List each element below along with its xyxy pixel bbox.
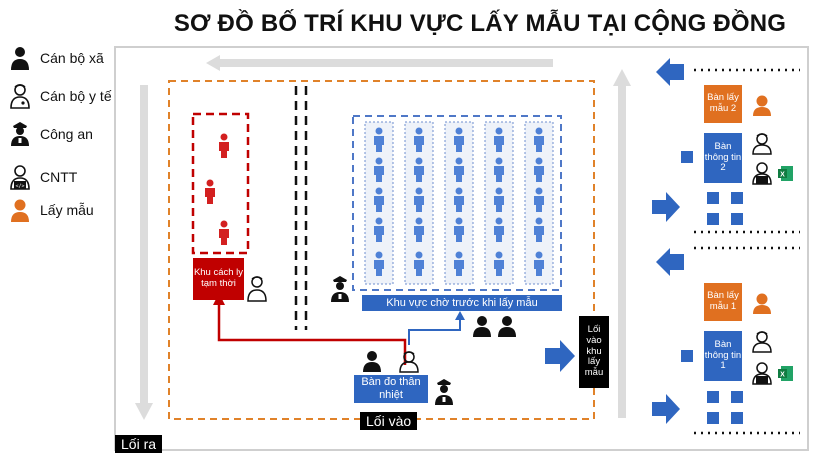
- commune-officer-icon: [11, 47, 29, 70]
- sampler-icon: [11, 199, 29, 222]
- info-desk-2: Bàn thông tin 2: [704, 133, 742, 183]
- medical-staff-icon: [10, 84, 30, 109]
- legend-item-police: Công an: [8, 120, 93, 148]
- blue-arrow-left: [656, 58, 684, 86]
- seat: [681, 350, 693, 362]
- quarantine-zone: [191, 112, 250, 255]
- commune-officer-icon: [363, 351, 381, 372]
- temperature-desk: Bàn đo thân nhiệt: [354, 375, 428, 403]
- gray-arrow-right: [613, 69, 631, 418]
- site-boundary: [114, 46, 809, 451]
- gray-arrow-top: [206, 55, 553, 71]
- entrance-label: Lối vào: [360, 412, 418, 430]
- seat: [731, 192, 743, 204]
- page-title: SƠ ĐỒ BỐ TRÍ KHU VỰC LẤY MẪU TẠI CỘNG ĐỒ…: [173, 10, 787, 37]
- seat: [707, 412, 719, 424]
- seat: [707, 213, 719, 225]
- seat: [681, 151, 693, 163]
- excel-icon: X: [778, 366, 793, 381]
- legend-item-sampler: Lấy mẫu: [8, 196, 94, 224]
- commune-officer-icon: [473, 316, 491, 337]
- exit-label: Lối ra: [115, 435, 163, 453]
- it-staff-icon: [752, 362, 772, 385]
- quarantine-label: Khu cách ly tạm thời: [193, 258, 244, 300]
- seat: [707, 192, 719, 204]
- legend-item-it-staff: </> CNTT: [8, 163, 77, 191]
- svg-text:X: X: [780, 172, 785, 179]
- patient-icon: [219, 133, 229, 158]
- red-path: [217, 303, 407, 365]
- seat: [707, 391, 719, 403]
- patient-icon: [205, 179, 215, 204]
- svg-text:</>: </>: [15, 184, 24, 190]
- sample-desk-1: Bàn lấy mẫu 1: [704, 283, 742, 321]
- seat: [731, 412, 743, 424]
- svg-text:X: X: [780, 372, 785, 379]
- waiting-zone: [352, 115, 562, 291]
- legend-label: CNTT: [40, 169, 78, 185]
- waiting-people: [374, 127, 544, 276]
- commune-officer-icon: [498, 316, 516, 337]
- legend-label: Công an: [40, 126, 93, 142]
- sample-desk-2: Bàn lấy mẫu 2: [704, 85, 742, 123]
- legend-item-medical-staff: Cán bộ y tế: [8, 82, 112, 110]
- patient-icon: [219, 220, 229, 245]
- police-icon: [435, 379, 453, 405]
- info-desk-1: Bàn thông tin 1: [704, 331, 742, 381]
- seat: [731, 213, 743, 225]
- police-icon: [11, 122, 29, 146]
- waiting-zone-label: Khu vực chờ trước khi lấy mẫu: [362, 295, 562, 311]
- medical-staff-icon: [247, 276, 267, 302]
- sampling-entrance-label: Lối vào khu lấy mẫu: [579, 316, 609, 388]
- blue-arrow-left: [656, 248, 684, 276]
- legend-label: Cán bộ y tế: [40, 88, 112, 104]
- it-staff-icon: [752, 162, 772, 185]
- legend-item-commune-officer: Cán bộ xã: [8, 44, 104, 72]
- legend-label: Cán bộ xã: [40, 50, 104, 66]
- blue-arrowhead: [455, 311, 465, 320]
- it-staff-icon: </>: [10, 165, 30, 190]
- sampler-icon: [753, 293, 771, 314]
- excel-icon: X: [778, 166, 793, 181]
- blue-arrow-entrance: [545, 340, 575, 372]
- medical-staff-icon: [752, 331, 772, 353]
- police-icon: [331, 276, 349, 302]
- blue-path: [408, 318, 461, 345]
- legend-label: Lấy mẫu: [40, 202, 94, 218]
- blue-arrow-right: [652, 394, 680, 424]
- gray-arrow-left: [135, 85, 153, 420]
- sampler-icon: [753, 95, 771, 116]
- seat: [731, 391, 743, 403]
- blue-arrow-right: [652, 192, 680, 222]
- medical-staff-icon: [399, 351, 419, 373]
- medical-staff-icon: [752, 133, 772, 155]
